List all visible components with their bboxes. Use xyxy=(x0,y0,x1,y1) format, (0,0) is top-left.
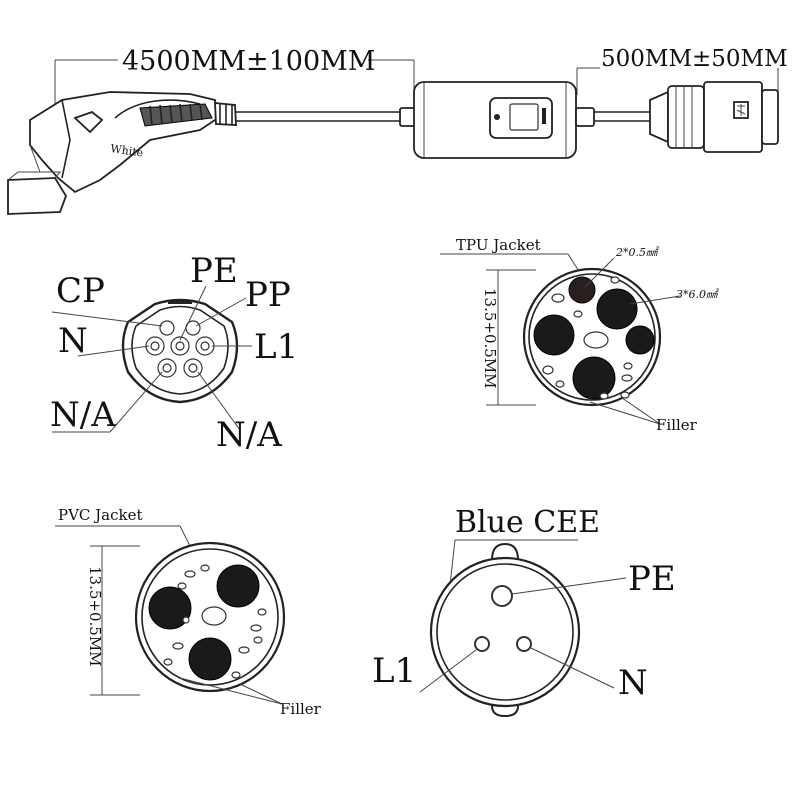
type2-handle: White xyxy=(7,91,237,215)
label-pp: PP xyxy=(245,275,291,315)
pvc-filler xyxy=(163,564,267,679)
cee-label-pe: PE xyxy=(628,559,676,599)
pvc-jacket-label: PVC Jacket xyxy=(58,506,143,524)
power-core-1 xyxy=(596,288,638,330)
dust-cap xyxy=(7,177,67,215)
cee-pin-l1 xyxy=(474,636,490,652)
control-box xyxy=(413,81,577,159)
pvc-cable-section: PVC Jacket 13.5+0.5MM Filler xyxy=(55,506,322,718)
signal-cores-label: 2*0.5㎟ xyxy=(615,246,659,259)
tpu-jacket-label: TPU Jacket xyxy=(456,236,541,254)
cee-label-n: N xyxy=(618,663,648,703)
tpu-filler-label: Filler xyxy=(656,416,698,434)
tpu-filler xyxy=(542,276,633,400)
main-cable-length-label: 4500MM±100MM xyxy=(122,46,375,77)
label-l1: L1 xyxy=(254,327,298,367)
label-na-left: N/A xyxy=(50,395,116,435)
cee-title: Blue CEE xyxy=(455,505,600,540)
label-n: N xyxy=(58,321,88,361)
tpu-diameter-label: 13.5+0.5MM xyxy=(481,288,499,389)
charging-cable-assembly: 4500MM±100MM 500MM±50MM White xyxy=(7,46,788,215)
power-core-2 xyxy=(533,314,575,356)
handle-color-label: White xyxy=(110,142,144,159)
blue-cee-plug-face: Blue CEE PE L1 N xyxy=(372,505,676,718)
status-led-icon xyxy=(494,114,500,120)
cee-pin-pe xyxy=(491,585,513,607)
plug-cable-length-label: 500MM±50MM xyxy=(601,46,788,72)
cee-label-l1: L1 xyxy=(372,651,416,691)
power-core-3 xyxy=(572,356,616,400)
pin-cp xyxy=(159,320,175,336)
pvc-core-3 xyxy=(188,637,232,681)
label-cp: CP xyxy=(56,271,105,311)
pvc-diameter-label: 13.5+0.5MM xyxy=(86,566,104,667)
cee-plug-side xyxy=(649,81,779,153)
pvc-filler-label: Filler xyxy=(280,700,322,718)
pvc-core-1 xyxy=(216,564,260,608)
pvc-core-2 xyxy=(148,586,192,630)
signal-core-2 xyxy=(625,325,655,355)
label-pe: PE xyxy=(190,251,238,291)
handle-grip xyxy=(139,103,213,127)
cee-pin-n xyxy=(516,636,532,652)
power-cores-label: 3*6.0㎟ xyxy=(676,288,719,301)
tpu-cable-section: TPU Jacket 13.5+0.5MM 2*0.5㎟ 3*6.0㎟ xyxy=(440,236,719,434)
type2-connector-face: PE CP PP N L1 N/A N/A xyxy=(50,251,298,455)
label-na-right: N/A xyxy=(216,415,282,455)
